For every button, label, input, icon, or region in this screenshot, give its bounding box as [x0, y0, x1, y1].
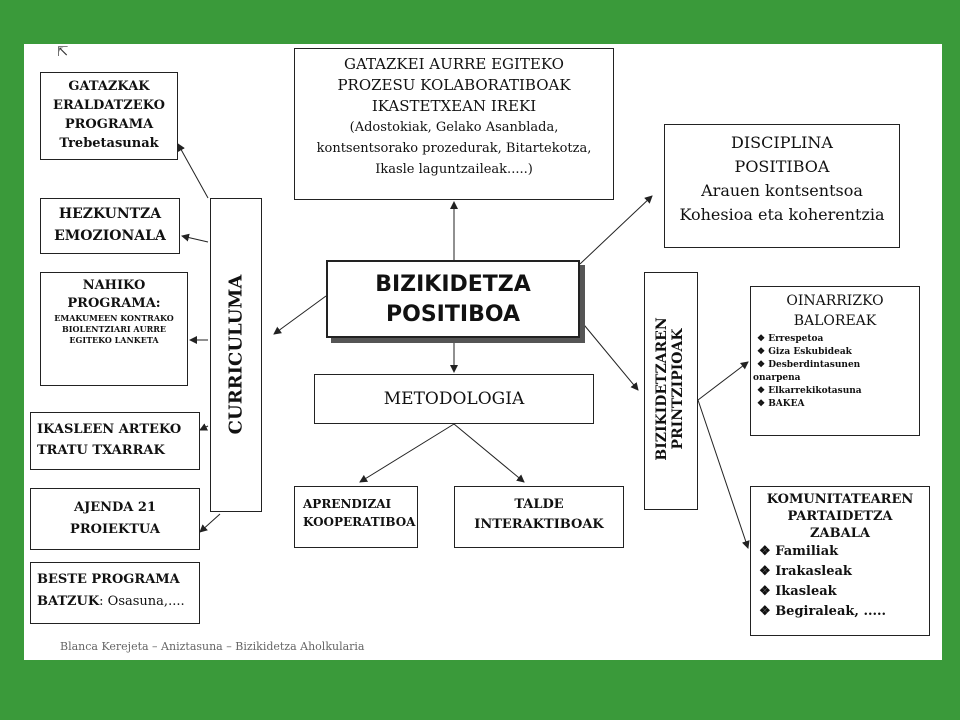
- metodologia-label: METODOLOGIA: [383, 389, 525, 409]
- komunitate-item-0: Familiak: [759, 542, 929, 562]
- arrow-curriculuma-ajenda: [199, 513, 221, 533]
- gatazkak-line4: Trebetasunak: [59, 136, 159, 151]
- arrow-metodologia-talde: [453, 423, 525, 483]
- oinarrizko-line1: OINARRIZKO: [786, 293, 884, 309]
- talde-line1: TALDE: [514, 497, 564, 512]
- aprendizai-line1: APRENDIZAI: [303, 497, 392, 511]
- arrow-center-curriculuma: [273, 295, 327, 335]
- komunitate-line1: KOMUNITATEAREN: [766, 492, 914, 507]
- aprendizai-box: APRENDIZAI KOOPERATIBOA: [294, 486, 418, 548]
- arrow-curriculuma-ikasleen: [199, 423, 209, 431]
- curriculuma-box: CURRICULUMA: [210, 198, 262, 512]
- komunitate-item-2: Ikasleak: [759, 582, 929, 602]
- gatazkak-line2: ERALDATZEKO: [53, 98, 165, 113]
- komunitate-box: KOMUNITATEAREN PARTAIDETZA ZABALA Famili…: [750, 486, 930, 636]
- beste-box: BESTE PROGRAMA BATZUK: Osasuna,....: [30, 562, 200, 624]
- ikasleen-line1: IKASLEEN ARTEKO: [37, 422, 182, 437]
- ikasleen-box: IKASLEEN ARTEKO TRATU TXARRAK: [30, 412, 200, 470]
- disciplina-box: DISCIPLINA POSITIBOA Arauen kontsentsoa …: [664, 124, 900, 248]
- center-box-bizikidetza: BIZIKIDETZA POSITIBOA: [326, 260, 580, 338]
- arrow-printzipioak-komunitate: [697, 399, 750, 549]
- ikasleen-line2: TRATU TXARRAK: [37, 443, 165, 458]
- oinarrizko-line2: BALOREAK: [793, 313, 877, 329]
- oinarrizko-list: Errespetoa Giza Eskubideak Desberdintasu…: [751, 333, 919, 411]
- hezkuntza-line1: HEZKUNTZA: [58, 206, 162, 222]
- arrow-metodologia-aprendizai: [359, 423, 455, 483]
- nahiko-line5: EGITEKO LANKETA: [69, 335, 159, 345]
- beste-line2b: : Osasuna,....: [99, 594, 185, 609]
- beste-line1: BESTE PROGRAMA: [37, 572, 180, 587]
- printzipioak-line1: BIZIKIDETZAREN: [654, 317, 670, 461]
- komunitate-line2: PARTAIDETZA: [787, 509, 893, 524]
- mouse-cursor-icon: ⇱: [57, 44, 69, 60]
- footer-credit: Blanca Kerejeta – Aniztasuna – Bizikidet…: [60, 640, 365, 653]
- oinarrizko-item-3: Elkarrekikotasuna: [757, 385, 919, 398]
- printzipioak-box: BIZIKIDETZAREN PRINTZIPIOAK: [644, 272, 698, 510]
- top-line5: kontsentsorako prozedurak, Bitartekotza,: [316, 141, 592, 156]
- arrow-center-printzipioak: [579, 319, 639, 391]
- oinarrizko-cont: onarpena: [753, 373, 801, 383]
- arrow-curriculuma-hezkuntza: [181, 233, 209, 243]
- hezkuntza-line2: EMOZIONALA: [54, 228, 166, 244]
- gatazkak-line3: PROGRAMA: [64, 117, 154, 132]
- aprendizai-line2: KOOPERATIBOA: [303, 515, 416, 529]
- nahiko-line2: PROGRAMA:: [67, 296, 161, 311]
- top-line4: (Adostokiak, Gelako Asanblada,: [349, 120, 559, 135]
- ajenda-box: AJENDA 21 PROIEKTUA: [30, 488, 200, 550]
- gatazkak-box: GATAZKAK ERALDATZEKO PROGRAMA Trebetasun…: [40, 72, 178, 160]
- komunitate-item-3: Begiraleak, .....: [759, 602, 929, 622]
- connector-arrows: [177, 143, 750, 549]
- top-box-gatazkei: GATAZKEI AURRE EGITEKO PROZESU KOLABORAT…: [294, 48, 614, 200]
- ajenda-line2: PROIEKTUA: [70, 522, 160, 537]
- oinarrizko-box: OINARRIZKO BALOREAK Errespetoa Giza Esku…: [750, 286, 920, 436]
- center-line2: POSITIBOA: [386, 302, 520, 327]
- nahiko-line4: BIOLENTZIARI AURRE: [61, 324, 166, 334]
- arrow-printzipioak-oinarrizko: [697, 361, 749, 401]
- komunitate-item-1: Irakasleak: [759, 562, 929, 582]
- top-line2: PROZESU KOLABORATIBOAK: [337, 76, 571, 94]
- top-line1: GATAZKEI AURRE EGITEKO: [344, 55, 564, 73]
- komunitate-list: Familiak Irakasleak Ikasleak Begiraleak,…: [751, 542, 929, 622]
- center-line1: BIZIKIDETZA: [375, 272, 531, 297]
- printzipioak-line2: PRINTZIPIOAK: [670, 328, 686, 450]
- nahiko-box: NAHIKO PROGRAMA: EMAKUMEEN KONTRAKO BIOL…: [40, 272, 188, 386]
- oinarrizko-item-2: Desberdintasunen: [757, 359, 919, 372]
- talde-line2: INTERAKTIBOAK: [474, 517, 604, 532]
- curriculuma-label: CURRICULUMA: [225, 274, 247, 435]
- nahiko-line1: NAHIKO: [82, 278, 146, 293]
- disciplina-line1: DISCIPLINA: [731, 133, 833, 152]
- disciplina-line2: POSITIBOA: [734, 157, 830, 176]
- top-line3: IKASTETXEAN IREKI: [371, 97, 537, 115]
- oinarrizko-item-4: BAKEA: [757, 398, 919, 411]
- metodologia-box: METODOLOGIA: [314, 374, 594, 424]
- hezkuntza-box: HEZKUNTZA EMOZIONALA: [40, 198, 180, 254]
- oinarrizko-item-1: Giza Eskubideak: [757, 346, 919, 359]
- gatazkak-line1: GATAZKAK: [68, 79, 150, 94]
- beste-line2a: BATZUK: [37, 594, 100, 609]
- talde-box: TALDE INTERAKTIBOAK: [454, 486, 624, 548]
- ajenda-line1: AJENDA 21: [73, 500, 156, 515]
- komunitate-line3: ZABALA: [810, 526, 870, 541]
- nahiko-line3: EMAKUMEEN KONTRAKO: [54, 313, 174, 323]
- diagram-slide: ⇱: [24, 44, 942, 660]
- arrow-center-disciplina: [579, 195, 653, 265]
- disciplina-line4: Kohesioa eta koherentzia: [679, 205, 885, 224]
- oinarrizko-item-0: Errespetoa: [757, 333, 919, 346]
- top-line6: Ikasle laguntzaileak.....): [375, 162, 533, 177]
- disciplina-line3: Arauen kontsentsoa: [701, 181, 863, 200]
- arrow-curriculuma-gatazkak: [177, 143, 209, 199]
